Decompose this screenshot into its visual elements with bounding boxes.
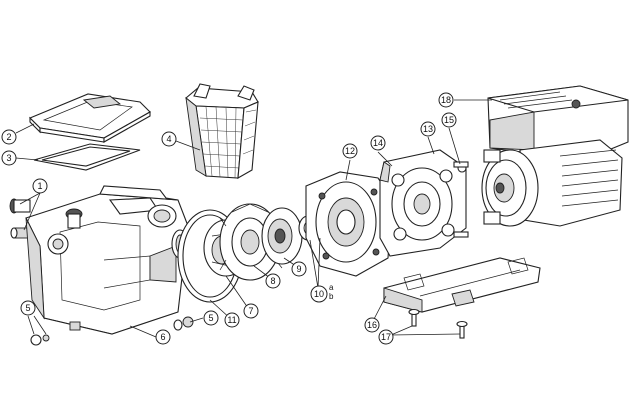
callout-18: 18: [438, 92, 454, 108]
callout-7: 7: [243, 303, 259, 319]
callout-13-label: 13: [423, 124, 433, 134]
callout-9-label: 9: [296, 264, 301, 274]
callout-16: 16: [364, 317, 380, 333]
callout-14-label: 14: [373, 138, 383, 148]
callout-6-label: 6: [160, 332, 165, 342]
callout-10-sub-b: b: [329, 292, 334, 301]
callout-10-sub-a: a: [329, 283, 334, 292]
callout-3: 3: [1, 150, 17, 166]
callout-7-label: 7: [248, 306, 253, 316]
callout-5-left-label: 5: [25, 303, 30, 313]
support-screws: [408, 308, 468, 339]
cover-o-ring: [33, 143, 141, 171]
callout-9: 9: [291, 261, 307, 277]
callout-3-label: 3: [6, 153, 11, 163]
callout-2-label: 2: [6, 132, 11, 142]
strainer-basket: [185, 83, 259, 179]
callout-14: 14: [370, 135, 386, 151]
leader-lines: [15, 99, 492, 338]
motor-support: [383, 257, 541, 313]
callout-5-left: 5: [20, 300, 36, 316]
seal-plate: [305, 171, 393, 277]
pump-housing: [25, 185, 189, 335]
strainer-cover: [29, 93, 151, 143]
callout-8-label: 8: [270, 276, 275, 286]
callout-12: 12: [342, 143, 358, 159]
callout-6: 6: [155, 329, 171, 345]
callout-11: 11: [224, 312, 240, 328]
callout-12-label: 12: [345, 146, 355, 156]
callout-10-label: 10: [314, 289, 324, 299]
callout-5-right: 5: [203, 310, 219, 326]
callout-17: 17: [378, 329, 394, 345]
callout-18-label: 18: [441, 95, 451, 105]
motor: [481, 85, 629, 227]
drain-knob: [9, 198, 31, 239]
callout-11-label: 11: [227, 315, 236, 325]
callout-8: 8: [265, 273, 281, 289]
impeller: [261, 207, 303, 265]
motor-mounting-plate: [379, 149, 467, 257]
callout-1-label: 1: [37, 181, 42, 191]
drain-plugs: [30, 316, 194, 346]
mounting-bolts: [453, 161, 469, 238]
callout-13: 13: [420, 121, 436, 137]
callout-10: 10 a b: [310, 283, 334, 303]
callout-16-label: 16: [367, 320, 377, 330]
callout-17-label: 17: [381, 332, 391, 342]
callout-2: 2: [1, 129, 17, 145]
callout-5-right-label: 5: [208, 313, 213, 323]
callout-4-label: 4: [166, 134, 171, 144]
callout-15: 15: [441, 112, 457, 128]
callout-15-label: 15: [444, 115, 454, 125]
callout-4: 4: [161, 131, 177, 147]
callout-1: 1: [32, 178, 48, 194]
